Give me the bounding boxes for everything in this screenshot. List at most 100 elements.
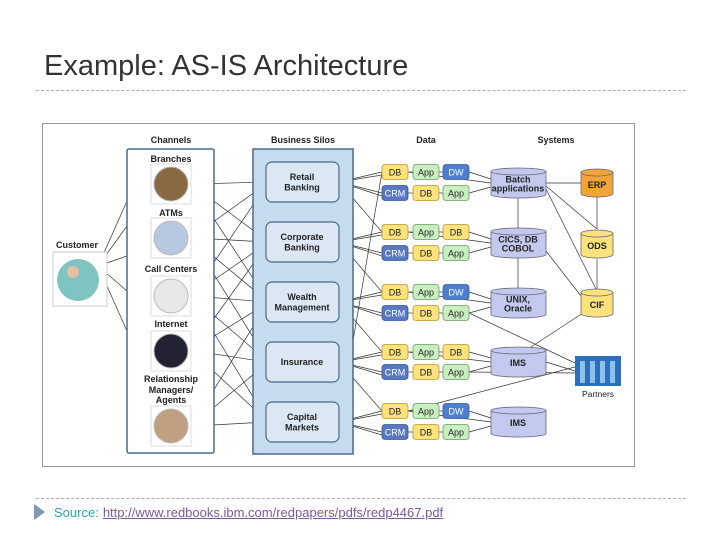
system-link [545, 188, 598, 292]
silo-box [265, 281, 340, 323]
data-store-label: CRM [385, 249, 406, 259]
shared-system-ods-body [580, 233, 614, 259]
data-store-db [381, 344, 409, 360]
system-cylinder-body [490, 171, 547, 199]
data-store-dw [442, 164, 470, 180]
silo-label: Management [274, 302, 329, 312]
system-cylinder-top [490, 287, 547, 296]
data-system-line [468, 425, 492, 433]
system-cylinder-top [490, 346, 547, 355]
silo-label: Capital [287, 412, 317, 422]
data-store-label: App [418, 288, 434, 298]
system-cylinder-body [490, 350, 547, 378]
data-store-app [442, 185, 470, 201]
data-store-crm [381, 245, 409, 261]
data-system-line [468, 246, 492, 254]
system-link [545, 185, 598, 230]
system-label: IMS [510, 418, 526, 428]
channel-label: Relationship [144, 374, 199, 384]
channels-header: Channels [151, 135, 192, 145]
bullet-arrow-icon [34, 504, 45, 520]
system-cylinder [490, 167, 547, 199]
system-label: Oracle [504, 304, 532, 314]
data-store-dw [442, 403, 470, 419]
data-store-app [412, 224, 440, 240]
atm-photo [153, 220, 189, 256]
system-cylinder-top [490, 167, 547, 176]
data-store-app [412, 164, 440, 180]
data-store-app [442, 364, 470, 380]
data-store-label: DB [420, 189, 433, 199]
silos-header: Business Silos [271, 135, 335, 145]
shared-system-erp [580, 168, 614, 198]
shared-system-erp-top [580, 168, 614, 177]
channel-label: Call Centers [145, 264, 198, 274]
data-system-line [468, 410, 492, 419]
data-store-app [412, 284, 440, 300]
data-system-line [468, 291, 492, 300]
data-store-label: CRM [385, 309, 406, 319]
channel-label: Agents [156, 395, 187, 405]
data-store-db [381, 403, 409, 419]
system-link [545, 250, 582, 297]
building-window [600, 361, 605, 383]
silo-label: Banking [284, 242, 320, 252]
shared-system-erp-body [580, 172, 614, 198]
system-cylinder [490, 406, 547, 438]
data-store-dw [442, 284, 470, 300]
system-label: CICS, DB [498, 235, 538, 245]
system-cylinder-top [490, 227, 547, 236]
data-store-crm [381, 424, 409, 440]
silo-label: Markets [285, 422, 319, 432]
data-store-db [412, 245, 440, 261]
data-store-label: DB [389, 288, 402, 298]
data-store-crm [381, 364, 409, 380]
data-system-line [468, 365, 492, 373]
data-store-label: CRM [385, 428, 406, 438]
system-cylinder-top [490, 406, 547, 415]
data-store-label: DB [389, 348, 402, 358]
systems-header: Systems [537, 135, 574, 145]
data-store-app [412, 403, 440, 419]
call-center-photo [153, 278, 189, 314]
data-store-label: DB [420, 309, 433, 319]
data-store-label: DB [450, 228, 463, 238]
data-store-db [412, 364, 440, 380]
source-link[interactable]: http://www.redbooks.ibm.com/redpapers/pd… [102, 504, 444, 520]
source-label: Source: [54, 504, 99, 520]
data-store-db [412, 185, 440, 201]
slide-title: Example: AS-IS Architecture [44, 50, 409, 82]
data-system-line [468, 171, 492, 180]
diagram-canvas: Channels Business Silos Data SystemsCustome… [52, 135, 621, 455]
customer-label: Customer [56, 240, 99, 250]
data-store-label: DB [420, 428, 433, 438]
partners-label: Partners [582, 389, 614, 399]
system-label: applications [492, 184, 545, 194]
data-store-db [381, 224, 409, 240]
data-store-db [442, 344, 470, 360]
system-cylinder [490, 346, 547, 378]
partner-link [468, 312, 576, 364]
data-system-line [468, 231, 492, 240]
data-store-label: DW [449, 168, 464, 178]
shared-system-cif-body [580, 292, 614, 318]
building-window [580, 361, 585, 383]
system-cylinder [490, 227, 547, 259]
data-store-label: App [448, 368, 464, 378]
data-store-label: CRM [385, 189, 406, 199]
data-store-label: DB [420, 249, 433, 259]
silo-label: Corporate [280, 232, 323, 242]
system-label: COBOL [502, 244, 535, 254]
data-store-label: DB [389, 168, 402, 178]
data-store-app [412, 344, 440, 360]
data-header: Data [416, 135, 437, 145]
system-cylinder-body [490, 410, 547, 438]
data-store-label: DB [450, 348, 463, 358]
source-footer: Source: http://www.redbooks.ibm.com/redp… [34, 504, 443, 520]
shared-system-ods [580, 229, 614, 259]
shared-system-label: CIF [590, 300, 605, 310]
data-store-label: DB [389, 407, 402, 417]
data-store-app [442, 245, 470, 261]
shared-system-cif [580, 288, 614, 318]
title-divider [36, 90, 686, 91]
